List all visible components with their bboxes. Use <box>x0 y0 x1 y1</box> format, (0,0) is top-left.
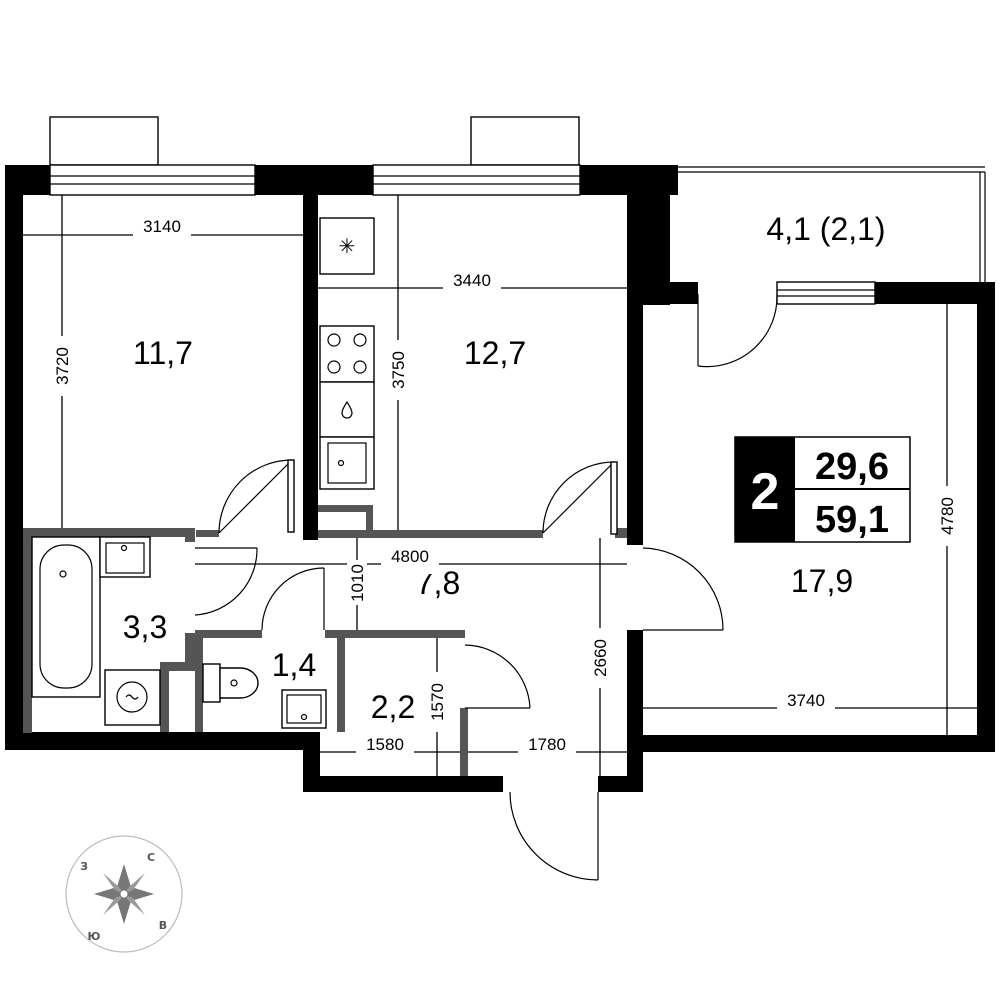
door-storage[interactable] <box>464 644 531 709</box>
area-kitchen: 12,7 <box>464 335 526 371</box>
area-balcony: 4,1 (2,1) <box>766 211 885 247</box>
compass-east: В <box>159 919 167 932</box>
bathroom-fixtures <box>31 536 327 729</box>
area-bathroom: 3,3 <box>123 609 167 645</box>
dim-kitchen-width: 3440 <box>453 271 491 290</box>
area-bedroom: 11,7 <box>133 335 193 371</box>
dim-bedroom-width: 3140 <box>143 217 181 236</box>
compass-south: Ю <box>88 930 101 943</box>
balcony-glazing <box>678 166 986 282</box>
dim-entry-width: 1780 <box>528 735 566 754</box>
door-toilet[interactable] <box>261 567 325 631</box>
area-living: 17,9 <box>791 563 853 599</box>
window-kitchen <box>372 116 581 196</box>
dim-living-width: 3740 <box>787 691 825 710</box>
dim-corridor-depth: 2660 <box>591 639 610 677</box>
door-balcony[interactable] <box>697 293 778 368</box>
living-area: 29,6 <box>815 446 889 488</box>
door-bathroom[interactable] <box>194 547 258 616</box>
fridge-icon: ✳ <box>339 236 356 258</box>
door-bedroom[interactable] <box>218 459 295 534</box>
total-area: 59,1 <box>815 499 889 541</box>
door-living[interactable] <box>642 547 724 631</box>
dim-hall-length: 4800 <box>391 547 429 566</box>
kitchen-fixtures: ✳ <box>319 217 375 490</box>
dim-living-depth: 4780 <box>938 497 957 535</box>
area-storage: 2,2 <box>371 689 415 725</box>
compass-icon: С В Ю З <box>65 835 183 953</box>
dim-kitchen-depth: 3750 <box>389 351 408 389</box>
partitions <box>23 505 627 776</box>
window-living <box>776 281 876 305</box>
dim-storage-width: 1580 <box>366 735 404 754</box>
rooms-count: 2 <box>751 463 780 521</box>
exterior-walls <box>5 165 995 792</box>
area-toilet: 1,4 <box>272 647 316 683</box>
door-entrance[interactable] <box>509 791 599 881</box>
compass-north: С <box>147 851 155 864</box>
door-kitchen[interactable] <box>542 461 618 535</box>
dim-hall-depth: 1010 <box>348 564 367 602</box>
compass-west: З <box>80 860 88 873</box>
dim-bedroom-depth: 3720 <box>53 347 72 385</box>
window-bedroom <box>49 116 256 196</box>
dim-storage-depth: 1570 <box>428 683 447 721</box>
area-summary-badge: 2 29,6 59,1 <box>734 436 911 543</box>
